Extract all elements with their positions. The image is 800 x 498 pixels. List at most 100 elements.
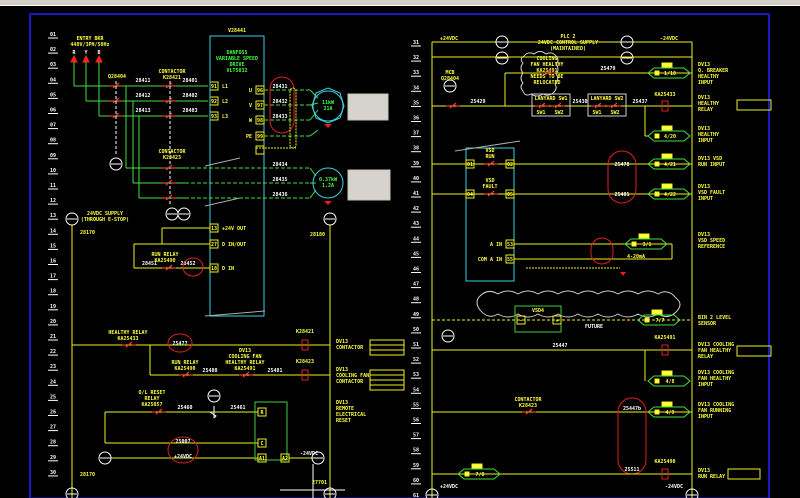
- motor1-placeholder: [347, 93, 389, 121]
- terminal-number: 96: [257, 88, 263, 94]
- io-card-terminal: [654, 378, 660, 384]
- wire-label: 25461: [230, 405, 245, 411]
- motor2-rating: 1.2A: [322, 183, 334, 189]
- highlight-ring: [167, 436, 199, 464]
- motor1-rating: 11kW: [322, 100, 335, 106]
- io-card-terminal: [644, 317, 650, 323]
- motor-lead: [309, 109, 319, 121]
- wire-label: 25479: [600, 66, 615, 72]
- analog-signal: 4-20mA: [627, 254, 645, 260]
- contactor3-contact-icon: [522, 408, 536, 415]
- cable-label: 28435: [272, 177, 287, 183]
- supply-note: 24VDC SUPPLY: [87, 211, 123, 217]
- healthy-relay-contact-icon: [122, 341, 136, 348]
- schematic-drawing[interactable]: 0102030405060708091011121314151617181920…: [0, 6, 800, 498]
- wire-label: 28451: [142, 261, 157, 267]
- terminal-label: +24V OUT: [222, 226, 246, 232]
- xref-table: [736, 99, 772, 111]
- cable-label: 28436: [272, 192, 287, 198]
- healthy-relay-label: KA25433: [117, 336, 138, 342]
- terminal-number: 99: [257, 134, 263, 140]
- ol-reset-label: KA25057: [141, 402, 162, 408]
- io-card-terminal: [654, 191, 660, 197]
- phase-label: B: [97, 50, 100, 56]
- wire-label: +24VDC: [440, 36, 458, 42]
- rung-number-right: 33: [413, 70, 419, 76]
- rung-number-right: 52: [413, 357, 419, 363]
- lanyard-contact-label: SW1: [592, 110, 601, 116]
- coil-description: DV13: [336, 339, 348, 345]
- rung-number-right: 31: [413, 40, 419, 46]
- rung-number-left: 29: [50, 455, 56, 461]
- rung-number-right: 34: [413, 85, 419, 91]
- drive-description: VARIABLE SPEED: [216, 56, 258, 62]
- motor1-rating: 21A: [323, 106, 332, 112]
- io-card-terminal: [464, 471, 470, 477]
- breaker-contact-icon: [109, 112, 123, 119]
- healthy-relay-coil: [661, 100, 669, 112]
- xref-table-cell: [369, 374, 405, 381]
- break-line: [204, 310, 266, 317]
- cooling-relay-label: HEALTHY RELAY: [225, 360, 264, 366]
- rung-number-left: 26: [50, 410, 56, 416]
- io-description: INPUT: [698, 138, 713, 144]
- supply-arrow-icon: [95, 54, 103, 63]
- rung-number-left: 28: [50, 440, 56, 446]
- io-card-header: [661, 370, 673, 376]
- terminal-number: 91: [211, 84, 217, 90]
- wire-label: 25511: [624, 467, 639, 473]
- contactor-contact-icon: [162, 97, 176, 104]
- cooling-relay-label: COOLING FAN: [228, 354, 261, 360]
- reset-unit-terminal: [257, 438, 267, 448]
- lanyard-contact-icon: [591, 102, 605, 109]
- coil-description: RELAY: [698, 354, 713, 360]
- terminal-number: 93: [211, 114, 217, 120]
- coil-description: DV13 COOLING: [698, 342, 734, 348]
- wire-label: 25481: [614, 192, 629, 198]
- run-relay2-label: KA25490: [174, 366, 195, 372]
- contactor2-label: CONTACTOR: [158, 149, 186, 155]
- motor1-symbol: [312, 90, 344, 122]
- healthy-relay-label: HEALTHY RELAY: [108, 330, 147, 336]
- cloud-note: RELOCATED: [533, 80, 560, 86]
- terminal-number: 55: [507, 257, 513, 263]
- future-terminal: [516, 315, 526, 325]
- io-description: DV13: [698, 232, 710, 238]
- drawing-border: [29, 13, 770, 498]
- terminal-number: 98: [257, 118, 263, 124]
- vsd-terminal: [505, 189, 515, 199]
- supply-note: (THROUGH E-STOP): [81, 217, 129, 223]
- future-tag: VSD4: [532, 308, 544, 314]
- terminal-label: L1: [222, 84, 228, 90]
- fan-contactor-coil: [301, 369, 309, 381]
- lanyard-title: LANYARD SW1: [534, 96, 567, 102]
- wire-label: 25447: [552, 343, 567, 349]
- contactor2-contact-icon: [162, 179, 176, 186]
- wire-label: 27701: [312, 480, 327, 486]
- analog-com-label: COM A IN: [478, 257, 502, 263]
- coil-description: FAN HEALTHY: [698, 348, 731, 354]
- mcb-contact-icon: [446, 102, 460, 109]
- coil-tag: KA25433: [654, 92, 675, 98]
- drive-description: DANFOSS: [226, 50, 247, 56]
- plc-note: 24VDC CONTROL SUPPLY: [538, 40, 598, 46]
- supply-arrow-icon: [70, 54, 78, 63]
- terminal-number: A2: [282, 456, 288, 462]
- run-relay-contact-icon: [162, 264, 176, 271]
- vsd-terminal: [465, 159, 475, 169]
- vsd-fault-label: FAULT: [482, 184, 497, 190]
- wire-label: -24VDC: [660, 36, 678, 42]
- cable-label: 28433: [272, 114, 287, 120]
- run-relay-contact-icon: [179, 371, 193, 378]
- lanyard-contact-icon: [535, 102, 549, 109]
- rung-number-right: 50: [413, 327, 419, 333]
- rung-number-left: 08: [50, 138, 56, 144]
- wire-label: 25480: [202, 368, 217, 374]
- terminal-number: 18: [211, 266, 217, 272]
- io-card-cool-running: [647, 406, 691, 418]
- xref-bubble: [443, 79, 457, 93]
- motor2-symbol: [312, 167, 344, 199]
- io-card-terminal: [654, 409, 660, 415]
- drive-description: DRIVE: [229, 62, 244, 68]
